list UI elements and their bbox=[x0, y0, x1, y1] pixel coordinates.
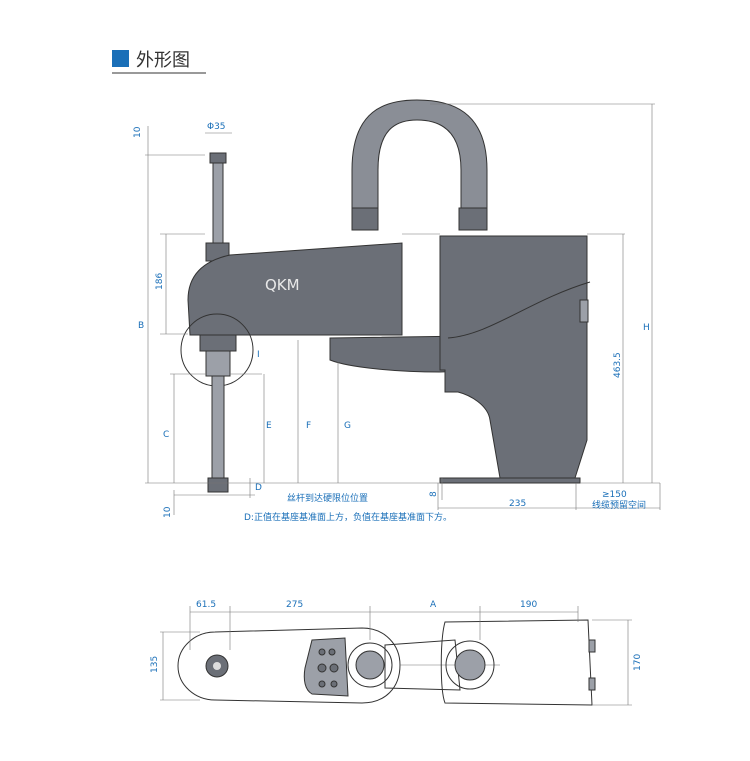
dim-135: 135 bbox=[150, 656, 160, 673]
port-icon bbox=[318, 648, 326, 656]
dim-235: 235 bbox=[509, 499, 526, 509]
side-view: QKM bbox=[133, 99, 661, 523]
header-square-icon bbox=[112, 50, 129, 67]
brand-logo: QKM bbox=[265, 276, 300, 294]
dim-10-bottom: 10 bbox=[163, 506, 173, 518]
base-plate bbox=[439, 477, 581, 484]
port-icon bbox=[317, 663, 327, 673]
dim-H: H bbox=[643, 323, 650, 333]
dim-C: C bbox=[163, 430, 169, 440]
dim-G: G bbox=[344, 421, 351, 431]
dim-8: 8 bbox=[429, 491, 439, 497]
top-base-joint-outer bbox=[445, 640, 495, 690]
cable-connector-right bbox=[458, 207, 488, 231]
cable-connector-left bbox=[351, 207, 379, 231]
shaft-end bbox=[207, 477, 229, 493]
dim-F: F bbox=[306, 421, 311, 431]
dim-61-5: 61.5 bbox=[196, 600, 216, 610]
dim-E: E bbox=[266, 421, 272, 431]
spline-shaft-upper bbox=[212, 162, 224, 244]
top-port bbox=[588, 639, 596, 653]
dim-186: 186 bbox=[155, 273, 165, 290]
ball-screw-nut bbox=[205, 350, 231, 377]
dim-463-5: 463.5 bbox=[613, 352, 623, 378]
dim-phi35: Φ35 bbox=[207, 122, 226, 132]
top-base-joint-inner bbox=[454, 649, 486, 681]
dim-D: D bbox=[255, 483, 262, 493]
port-icon bbox=[328, 648, 336, 656]
dim-275: 275 bbox=[286, 600, 303, 610]
shaft-top-cap bbox=[209, 152, 227, 164]
dim-190: 190 bbox=[520, 600, 537, 610]
spline-shaft-lower bbox=[211, 375, 225, 481]
dim-150: ≥150 bbox=[602, 490, 627, 500]
top-view: 61.5 275 A 190 135 170 bbox=[150, 600, 643, 706]
dim-170: 170 bbox=[633, 654, 643, 671]
port-icon bbox=[318, 680, 326, 688]
cable-loop bbox=[351, 99, 488, 213]
header-underline bbox=[112, 72, 206, 74]
top-front-arm bbox=[177, 627, 401, 704]
port-icon bbox=[330, 680, 338, 688]
front-arm bbox=[187, 242, 403, 336]
top-shaft-hole bbox=[213, 662, 221, 670]
base-housing bbox=[439, 235, 588, 479]
top-rear-arm bbox=[384, 639, 461, 691]
dim-10-top: 10 bbox=[133, 126, 143, 138]
port-icon bbox=[329, 663, 339, 673]
dim-A: A bbox=[430, 600, 437, 610]
dim-I: I bbox=[257, 350, 260, 360]
note-d-sign: D:正值在基座基准面上方，负值在基座基准面下方。 bbox=[244, 511, 452, 523]
connector-port bbox=[579, 299, 589, 323]
top-base-outline bbox=[440, 619, 593, 706]
base-edge bbox=[447, 281, 591, 339]
dim-B: B bbox=[138, 321, 144, 331]
section-title: 外形图 bbox=[136, 50, 190, 71]
top-port bbox=[588, 677, 596, 691]
top-joint-inner bbox=[355, 650, 385, 680]
note-cable-space: 线缆预留空间 bbox=[592, 499, 646, 511]
note-screw-limit: 丝杆到达硬限位位置 bbox=[287, 492, 368, 504]
top-joint-outer bbox=[347, 642, 393, 688]
arm-joint bbox=[199, 334, 237, 352]
